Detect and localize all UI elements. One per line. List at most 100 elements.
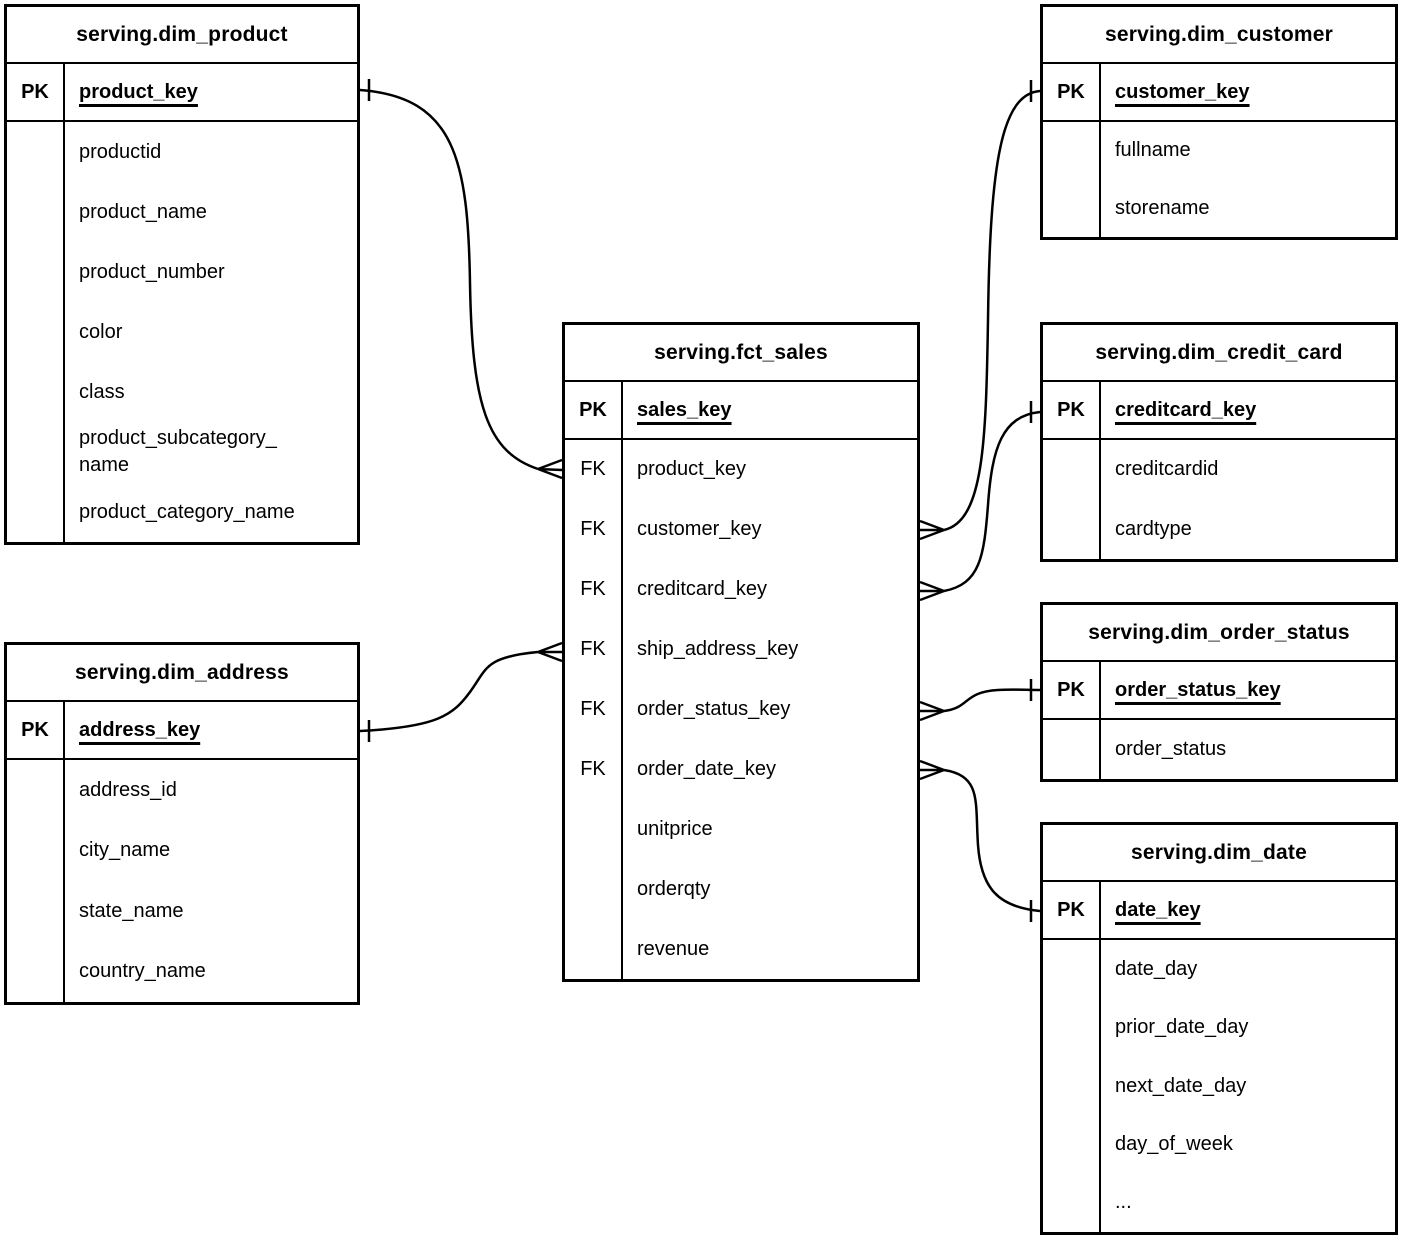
- crow-foot-many-marker: [919, 519, 945, 541]
- key-type-label: FK: [565, 440, 623, 500]
- table-body: PK order_status_key order_status: [1043, 662, 1395, 779]
- column-name: cardtype: [1115, 517, 1192, 540]
- key-type-label: [1043, 499, 1101, 559]
- crow-foot-many-marker: [919, 580, 945, 602]
- table-dim-date: serving.dim_date PK date_key date_day pr…: [1040, 822, 1398, 1235]
- relationship-curve: [359, 650, 539, 733]
- table-title: serving.dim_address: [7, 645, 357, 702]
- column-name: day_of_week: [1115, 1132, 1233, 1155]
- table-dim-customer: serving.dim_customer PK customer_key ful…: [1040, 4, 1398, 240]
- table-row: address_id: [7, 760, 357, 821]
- table-row: product_number: [7, 242, 357, 302]
- table-dim-address: serving.dim_address PK address_key addre…: [4, 642, 360, 1005]
- key-type-label: PK: [1043, 64, 1101, 120]
- key-type-label: [565, 859, 623, 920]
- column-name: ship_address_key: [637, 638, 799, 661]
- column-name: address_id: [79, 778, 177, 801]
- table-row: class: [7, 362, 357, 422]
- table-row: cardtype: [1043, 499, 1395, 559]
- column-name: date_key: [1115, 898, 1201, 921]
- column-name: product_key: [79, 80, 198, 103]
- table-row: fullname: [1043, 122, 1395, 180]
- column-name: storename: [1115, 196, 1210, 219]
- relationship-curve: [943, 768, 1041, 913]
- table-row-pk: PK creditcard_key: [1043, 382, 1395, 440]
- table-row: next_date_day: [1043, 1056, 1395, 1116]
- column-name: creditcard_key: [637, 578, 768, 601]
- table-row: FK product_key: [565, 440, 917, 500]
- table-row: storename: [1043, 179, 1395, 237]
- column-name: address_key: [79, 718, 201, 741]
- column-name: creditcard_key: [1115, 398, 1257, 421]
- relationship-curve: [943, 89, 1041, 532]
- column-name: prior_date_day: [1115, 1016, 1249, 1039]
- table-row: orderqty: [565, 859, 917, 920]
- column-name: date_day: [1115, 957, 1198, 980]
- column-name: city_name: [79, 839, 171, 862]
- table-dim-product: serving.dim_product PK product_key produ…: [4, 4, 360, 545]
- table-title: serving.dim_date: [1043, 825, 1395, 882]
- key-type-label: FK: [565, 739, 623, 800]
- table-row: order_status: [1043, 720, 1395, 779]
- column-name: customer_key: [1115, 80, 1250, 103]
- column-name: sales_key: [637, 398, 732, 421]
- table-title: serving.dim_customer: [1043, 7, 1395, 64]
- table-body: PK product_key productid product_name pr…: [7, 64, 357, 542]
- table-row: revenue: [565, 919, 917, 980]
- relationship-curve: [359, 88, 539, 471]
- relationship-curve: [943, 410, 1041, 593]
- column-name: order_date_key: [637, 757, 776, 780]
- key-type-label: [1043, 1173, 1101, 1233]
- table-row: FK customer_key: [565, 499, 917, 560]
- key-type-label: [565, 799, 623, 860]
- crow-foot-many-marker: [537, 641, 563, 663]
- relationship-date: [919, 759, 1041, 922]
- table-row-pk: PK product_key: [7, 64, 357, 122]
- key-type-label: PK: [565, 382, 623, 438]
- table-body: PK date_key date_day prior_date_day next…: [1043, 882, 1395, 1233]
- table-row: FK ship_address_key: [565, 619, 917, 680]
- column-name: product_name: [79, 200, 207, 223]
- table-row: product_subcategory_name: [7, 422, 357, 482]
- table-row-pk: PK order_status_key: [1043, 662, 1395, 720]
- crow-foot-many-marker: [919, 759, 945, 781]
- table-row: unitprice: [565, 799, 917, 860]
- column-name: product_category_name: [79, 500, 295, 523]
- column-name: productid: [79, 140, 162, 163]
- column-name: product_key: [637, 458, 746, 481]
- column-name: product_subcategory_name: [65, 422, 357, 482]
- key-type-label: FK: [565, 679, 623, 740]
- table-title: serving.dim_order_status: [1043, 605, 1395, 662]
- table-body: PK customer_key fullname storename: [1043, 64, 1395, 237]
- table-row: FK creditcard_key: [565, 559, 917, 620]
- crow-foot-many-marker: [537, 458, 563, 480]
- key-type-label: [7, 881, 65, 942]
- column-name: order_status_key: [1115, 678, 1281, 701]
- key-type-label: [1043, 1056, 1101, 1116]
- relationship-address: [359, 641, 563, 742]
- key-type-label: [7, 760, 65, 821]
- key-type-label: PK: [7, 64, 65, 120]
- column-name: orderqty: [637, 877, 711, 900]
- key-type-label: [7, 422, 65, 482]
- key-type-label: FK: [565, 619, 623, 680]
- table-row: city_name: [7, 820, 357, 881]
- key-type-label: [565, 919, 623, 980]
- table-row: state_name: [7, 881, 357, 942]
- relationship-product: [359, 79, 563, 480]
- table-row: productid: [7, 122, 357, 182]
- table-row: FK order_date_key: [565, 739, 917, 800]
- key-type-label: [7, 820, 65, 881]
- column-name: creditcardid: [1115, 458, 1219, 481]
- key-type-label: FK: [565, 499, 623, 560]
- table-body: PK sales_key FK product_key FK customer_…: [565, 382, 917, 980]
- column-name: ...: [1115, 1191, 1132, 1214]
- key-type-label: PK: [1043, 882, 1101, 938]
- table-row: color: [7, 302, 357, 362]
- column-name: color: [79, 320, 123, 343]
- key-type-label: PK: [7, 702, 65, 758]
- column-name: revenue: [637, 937, 710, 960]
- table-title: serving.fct_sales: [565, 325, 917, 382]
- key-type-label: [1043, 440, 1101, 500]
